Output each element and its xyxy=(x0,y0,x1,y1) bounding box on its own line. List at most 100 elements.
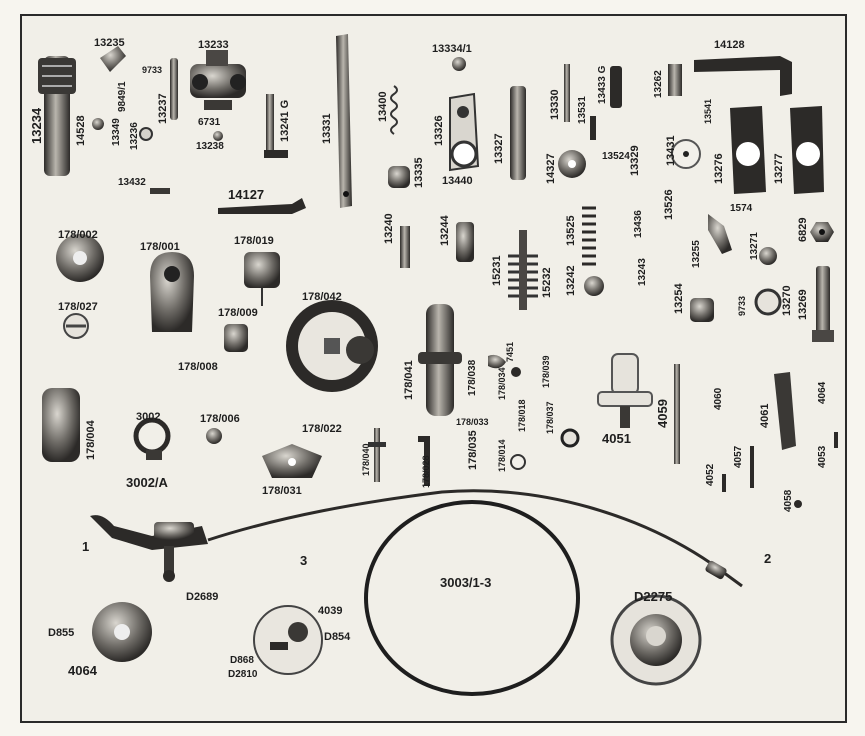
part-d2689-plate xyxy=(253,605,323,675)
part-178-019 xyxy=(244,252,280,306)
part-label: 13242 xyxy=(565,265,577,296)
part-label: 3002 xyxy=(136,411,161,423)
part-label: 13233 xyxy=(198,39,229,51)
part-label: 14327 xyxy=(545,153,557,184)
part-label: 13531 xyxy=(577,96,588,124)
part-label: 7451 xyxy=(505,341,515,362)
part-label: 13349 xyxy=(111,118,122,146)
part-label: 14528 xyxy=(75,115,87,146)
part-13334 xyxy=(452,57,466,71)
part-4061 xyxy=(774,372,796,450)
part-label: 178/031 xyxy=(262,485,302,497)
part-label: 9733 xyxy=(142,65,163,75)
part-label: 4051 xyxy=(602,431,631,446)
part-3003-cable-loop xyxy=(364,500,580,696)
part-label: 1 xyxy=(82,539,90,554)
part-label: 178/035 xyxy=(467,430,479,470)
part-178-042 xyxy=(286,300,378,392)
part-label: 13277 xyxy=(773,153,785,184)
part-d2275 xyxy=(610,594,702,686)
part-label: 13241 G xyxy=(279,99,291,142)
part-4064-disc xyxy=(92,602,152,662)
part-13327 xyxy=(510,86,526,180)
part-13237 xyxy=(170,58,178,120)
part-label: 178/022 xyxy=(302,423,342,435)
part-label: 178/034 xyxy=(497,367,507,400)
part-label: 13525 xyxy=(565,215,577,246)
part-label: 178/033 xyxy=(456,417,489,427)
part-label: 13244 xyxy=(439,215,451,246)
part-178-002 xyxy=(56,234,104,282)
part-178-009 xyxy=(224,324,248,352)
part-1-lever xyxy=(90,515,208,582)
part-178-028 xyxy=(418,436,430,486)
part-178-001 xyxy=(150,252,194,332)
part-label: 4052 xyxy=(705,463,716,486)
part-13242 xyxy=(584,276,604,296)
part-label: 14128 xyxy=(714,39,745,51)
part-178-041 xyxy=(418,304,462,416)
part-13254 xyxy=(690,298,714,322)
part-178-031 xyxy=(262,444,322,478)
part-4057 xyxy=(750,446,754,488)
part-label: 178/009 xyxy=(218,307,258,319)
part-label: 13329 xyxy=(629,145,641,176)
part-178-014 xyxy=(510,454,526,470)
part-label: 4039 xyxy=(318,605,343,617)
part-4058 xyxy=(794,500,802,508)
part-label: 4058 xyxy=(783,489,794,512)
part-13276 xyxy=(730,106,766,194)
part-label: 178/037 xyxy=(545,401,555,434)
part-label: 13270 xyxy=(781,285,793,316)
part-13330 xyxy=(564,64,570,122)
part-3002 xyxy=(133,417,171,460)
part-4051 xyxy=(597,353,653,428)
part-label: 178/028 xyxy=(421,455,431,488)
part-13432 xyxy=(150,188,170,194)
part-label: 4061 xyxy=(759,403,771,428)
part-4059 xyxy=(674,364,680,464)
part-label: 178/038 xyxy=(467,359,478,396)
part-label: 2 xyxy=(764,551,772,566)
part-label: 13330 xyxy=(549,89,561,120)
part-label: 13436 xyxy=(633,210,644,238)
part-label: 13433 G xyxy=(597,65,608,104)
part-13271 xyxy=(759,247,777,265)
part-label: 13240 xyxy=(383,213,395,244)
part-label: 14127 xyxy=(228,187,265,202)
part-178-034 xyxy=(488,354,506,369)
part-label: 13432 xyxy=(118,177,146,188)
part-label: 4059 xyxy=(655,399,670,428)
part-178-027 xyxy=(63,313,89,339)
part-label: 13331 xyxy=(321,113,333,144)
part-178-006 xyxy=(206,428,222,444)
part-label: 178/004 xyxy=(85,420,97,460)
part-13335 xyxy=(388,166,410,188)
part-label: 3002/A xyxy=(126,475,168,490)
part-label: 13238 xyxy=(196,141,224,152)
part-13431 xyxy=(671,139,701,169)
part-label: 178/039 xyxy=(541,355,551,388)
part-label: 15232 xyxy=(541,267,553,298)
part-label: 4060 xyxy=(713,387,724,410)
part-13525-spring xyxy=(582,206,596,266)
part-label: D2275 xyxy=(634,589,673,604)
part-label: 13255 xyxy=(691,240,702,268)
part-label: 178/041 xyxy=(403,360,415,400)
part-label: D2810 xyxy=(228,669,258,680)
part-label: 13326 xyxy=(433,115,445,146)
part-label: 3003/1-3 xyxy=(440,575,492,590)
part-178-004 xyxy=(42,388,80,462)
part-label: 13243 xyxy=(637,258,648,286)
part-13240 xyxy=(400,226,410,268)
part-1574 xyxy=(708,214,732,254)
part-9733-washer xyxy=(754,288,782,316)
part-label: 4053 xyxy=(817,445,828,468)
part-label: 4057 xyxy=(733,445,744,468)
part-label: 9733 xyxy=(737,295,747,316)
parts-plate: 13234 13235 13233 9733 13237 9849/1 1452… xyxy=(20,14,847,723)
part-label: 178/027 xyxy=(58,301,98,313)
part-label: 13276 xyxy=(713,153,725,184)
part-label: 178/042 xyxy=(302,291,342,303)
part-14128 xyxy=(694,56,792,96)
